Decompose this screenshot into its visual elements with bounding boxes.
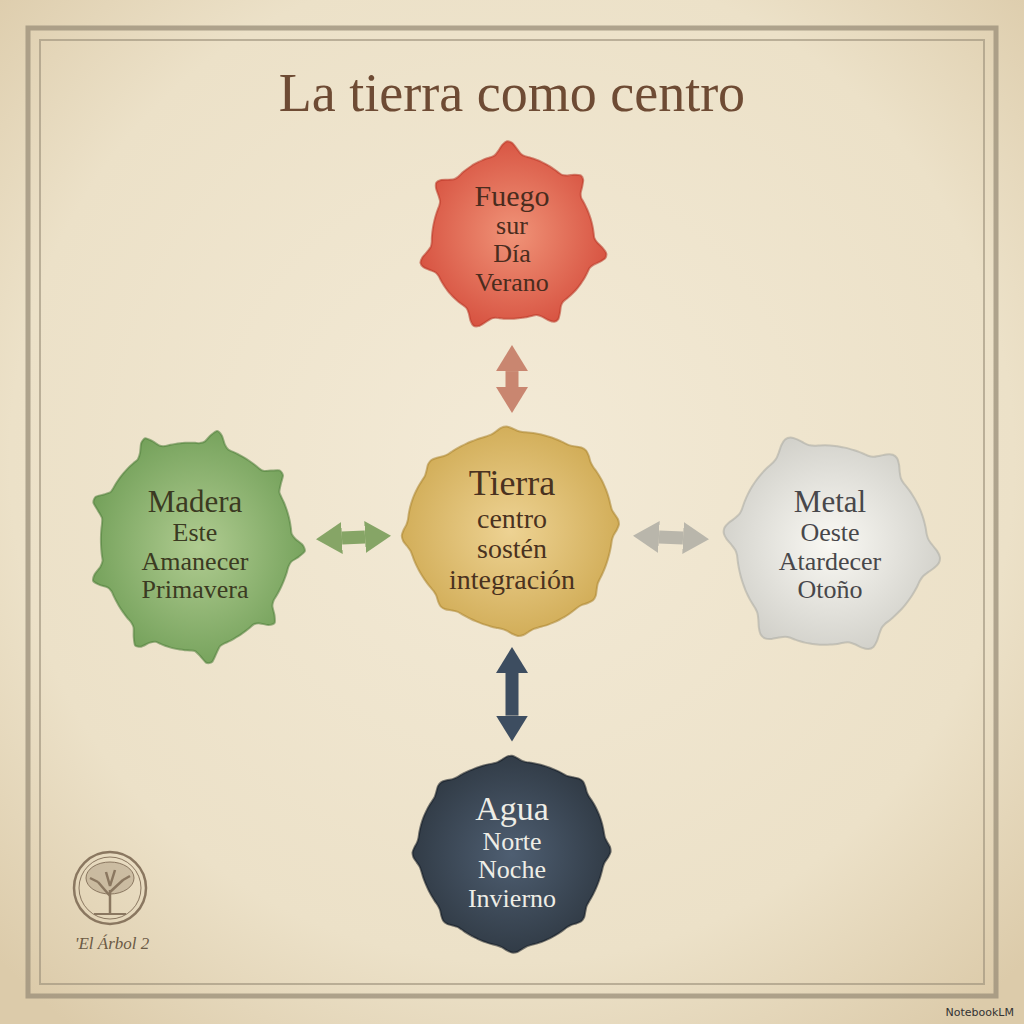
- element-attribute: Atardecer: [779, 548, 881, 577]
- blob-shape: [724, 438, 940, 650]
- element-node: FuegosurDíaVerano: [412, 137, 612, 339]
- element-node: AguaNorteNocheInvierno: [407, 748, 617, 957]
- element-attribute: Amanecer: [142, 548, 249, 577]
- element-node: MetalOesteAtardecerOtoño: [715, 425, 945, 665]
- diagram-title: La tierra como centro: [0, 62, 1024, 124]
- blob-shape: [420, 141, 606, 326]
- element-attribute: Invierno: [468, 885, 556, 914]
- blob-shape: [93, 431, 305, 663]
- frame-inner: [40, 40, 984, 984]
- element-attribute: Noche: [468, 856, 556, 885]
- element-attribute: Día: [475, 240, 550, 269]
- logo-label: 'El Árbol 2: [62, 934, 162, 954]
- double-arrow: [506, 673, 519, 716]
- element-name: Agua: [468, 790, 556, 827]
- node-text: MaderaEsteAmanecerPrimavera: [142, 485, 249, 605]
- double-arrow: [342, 537, 365, 538]
- element-attribute: sostén: [449, 534, 575, 565]
- double-arrow: [659, 537, 683, 538]
- blob-shape: [402, 427, 619, 636]
- element-attribute: integración: [449, 565, 575, 596]
- element-node: Tierracentrososténintegración: [397, 419, 627, 641]
- element-attribute: Norte: [468, 828, 556, 857]
- element-node: MaderaEsteAmanecerPrimavera: [80, 420, 310, 670]
- element-name: Metal: [779, 485, 881, 519]
- element-name: Madera: [142, 485, 249, 519]
- element-attribute: Oeste: [779, 519, 881, 548]
- element-attribute: Este: [142, 519, 249, 548]
- element-attribute: sur: [475, 212, 550, 241]
- watermark: NotebookLM: [946, 1006, 1014, 1019]
- element-attribute: Verano: [475, 269, 550, 298]
- node-text: Tierracentrososténintegración: [449, 464, 575, 596]
- element-name: Tierra: [449, 464, 575, 504]
- double-arrow: [506, 371, 519, 387]
- node-text: FuegosurDíaVerano: [475, 179, 550, 298]
- element-name: Fuego: [475, 179, 550, 212]
- blob-shape: [413, 755, 611, 952]
- element-attribute: Otoño: [779, 576, 881, 605]
- frame-outer: [28, 28, 996, 996]
- node-text: AguaNorteNocheInvierno: [468, 790, 556, 913]
- node-text: MetalOesteAtardecerOtoño: [779, 485, 881, 605]
- tree-logo: [74, 852, 146, 924]
- element-attribute: centro: [449, 504, 575, 535]
- element-attribute: Primavera: [142, 576, 249, 605]
